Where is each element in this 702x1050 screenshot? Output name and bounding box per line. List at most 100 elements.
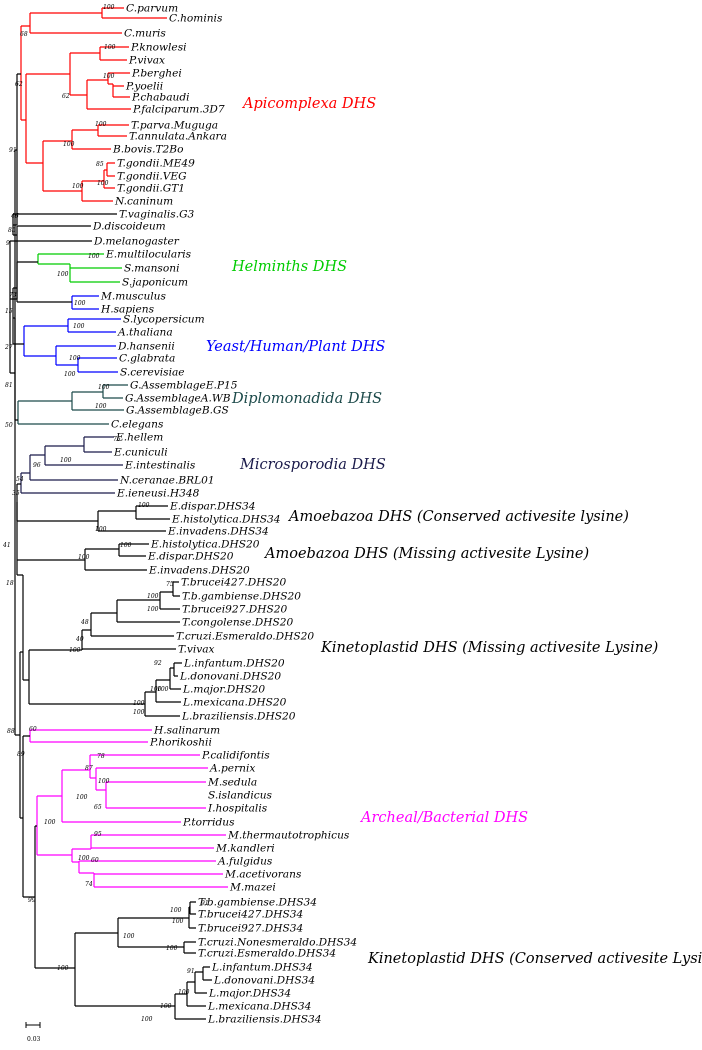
- tree-branch: [22, 735, 35, 898]
- taxon-label: S.japonicum: [122, 277, 188, 289]
- bootstrap-value: 100: [147, 593, 159, 600]
- tree-branch: [20, 472, 115, 494]
- taxon-label: T.gondii.ME49: [117, 158, 195, 170]
- taxon-label: P.falciparum.3D7: [132, 104, 225, 116]
- bootstrap-value: 100: [44, 819, 56, 826]
- taxon-label: L.braziliensis.DHS20: [181, 711, 296, 723]
- bootstrap-value: 100: [138, 502, 150, 509]
- taxon-label: G.AssemblageB.GS: [126, 405, 229, 417]
- tree-branch: [14, 149, 20, 736]
- taxon-label: A.fulgidus: [217, 856, 273, 868]
- clade-labels: Apicomplexa DHS Helminths DHS Yeast/Huma…: [206, 96, 702, 967]
- bootstrap-value: 100: [72, 183, 84, 190]
- bootstrap-value: 27: [4, 344, 13, 351]
- clade-label-kinetoplastid-missing: Kinetoplastid DHS (Missing activesite Ly…: [320, 640, 658, 656]
- tree-branch: [106, 162, 115, 177]
- bootstrap-value: 68: [20, 31, 28, 38]
- tree-branch: [97, 510, 166, 532]
- tree-branch: [107, 72, 130, 85]
- taxon-label: T.parva.Muguga: [131, 120, 218, 132]
- bootstrap-value: 88: [7, 728, 15, 735]
- bootstrap-value: 100: [120, 542, 132, 549]
- taxon-label: L.braziliensis.DHS34: [207, 1014, 322, 1026]
- bootstrap-value: 46: [10, 213, 19, 220]
- bootstrap-value: 62: [62, 93, 70, 100]
- scale-bar: 0.03: [25, 1022, 41, 1043]
- taxon-label: T.gondii.VEG: [117, 171, 187, 183]
- bootstrap-value: 50: [5, 422, 13, 429]
- taxon-label: S.cerevisiae: [120, 367, 185, 379]
- bootstrap-values: 1006810010062629110010085100100468591001…: [2, 4, 209, 1023]
- bootstrap-value: 100: [103, 73, 115, 80]
- taxon-label: S.mansoni: [124, 263, 179, 275]
- bootstrap-value: 100: [98, 778, 110, 785]
- taxon-label: H.salinarum: [153, 725, 220, 737]
- tree-branch: [144, 691, 180, 717]
- bootstrap-value: 100: [103, 4, 115, 11]
- taxon-label: P.berghei: [131, 68, 182, 80]
- bootstrap-value: 100: [64, 371, 76, 378]
- tree-branch: [74, 932, 175, 1007]
- bootstrap-value: 100: [133, 700, 145, 707]
- taxon-label: M.thermautotrophicus: [227, 830, 350, 842]
- taxon-label: T.brucei927.DHS20: [182, 604, 287, 616]
- bootstrap-value: 60: [29, 726, 37, 733]
- bootstrap-value: 100: [98, 384, 110, 391]
- bootstrap-value: 100: [133, 709, 145, 716]
- bootstrap-value: 100: [104, 44, 116, 51]
- bootstrap-value: 100: [69, 355, 81, 362]
- scale-bar-label: 0.03: [27, 1036, 41, 1043]
- tree-branch: [172, 581, 180, 597]
- taxon-label: I.hospitalis: [207, 803, 268, 815]
- bootstrap-value: 85: [8, 227, 16, 234]
- tree-branch: [23, 325, 68, 357]
- bootstrap-value: 100: [123, 933, 135, 940]
- bootstrap-value: 100: [57, 965, 69, 972]
- taxon-label: M.kandleri: [215, 843, 275, 855]
- taxon-label: T.cruzi.Nonesmeraldo.DHS34: [198, 937, 357, 949]
- taxon-label: T.b.gambiense.DHS34: [198, 897, 317, 909]
- tree-branch: [159, 591, 180, 610]
- tree-branch: [16, 261, 72, 303]
- tree-branch: [71, 129, 111, 150]
- tree-branch: [69, 52, 100, 96]
- clade-label-helminths: Helminths DHS: [231, 259, 347, 275]
- bootstrap-value: 95: [94, 831, 102, 838]
- taxon-label: A.thaliana: [117, 327, 173, 339]
- bootstrap-value: 100: [57, 271, 69, 278]
- bootstrap-value: 100: [95, 403, 107, 410]
- bootstrap-value: 92: [154, 660, 162, 667]
- tree-branch: [16, 502, 85, 575]
- tree-branch: [155, 679, 181, 703]
- taxon-label: P.yoelii: [125, 81, 163, 93]
- taxon-label: T.vivax: [178, 644, 215, 656]
- bootstrap-value: 100: [147, 606, 159, 613]
- taxon-label: L.infantum.DHS20: [183, 658, 285, 670]
- taxon-label: L.mexicana.DHS20: [182, 697, 287, 709]
- tree-branch: [93, 873, 228, 888]
- bootstrap-value: 15: [5, 308, 13, 315]
- tree-branch: [84, 548, 147, 571]
- bootstrap-value: 100: [78, 855, 90, 862]
- bootstrap-value: 100: [141, 1016, 153, 1023]
- bootstrap-value: 100: [172, 918, 184, 925]
- tree-branch: [55, 345, 116, 366]
- bootstrap-value: 100: [166, 945, 178, 952]
- bootstrap-value: 99: [28, 897, 36, 904]
- tree-branches: [9, 7, 228, 1020]
- tree-branch: [17, 574, 29, 681]
- tree-branch: [189, 901, 196, 915]
- bootstrap-value: 9: [6, 240, 10, 247]
- taxon-label: C.glabrata: [119, 353, 175, 365]
- taxon-label: L.major.DHS20: [182, 684, 265, 696]
- bootstrap-value: 87: [85, 765, 93, 772]
- taxon-label: T.cruzi.Esmeraldo.DHS34: [198, 948, 336, 960]
- taxon-label: E.hellem: [115, 432, 163, 444]
- tree-branch: [34, 825, 75, 969]
- taxon-label: T.cruzi.Esmeraldo.DHS20: [176, 631, 314, 643]
- taxon-label: A.pernix: [209, 763, 255, 775]
- taxon-label: T.b.gambiense.DHS20: [182, 591, 301, 603]
- bootstrap-value: 100: [63, 141, 75, 148]
- tree-branch: [77, 357, 118, 373]
